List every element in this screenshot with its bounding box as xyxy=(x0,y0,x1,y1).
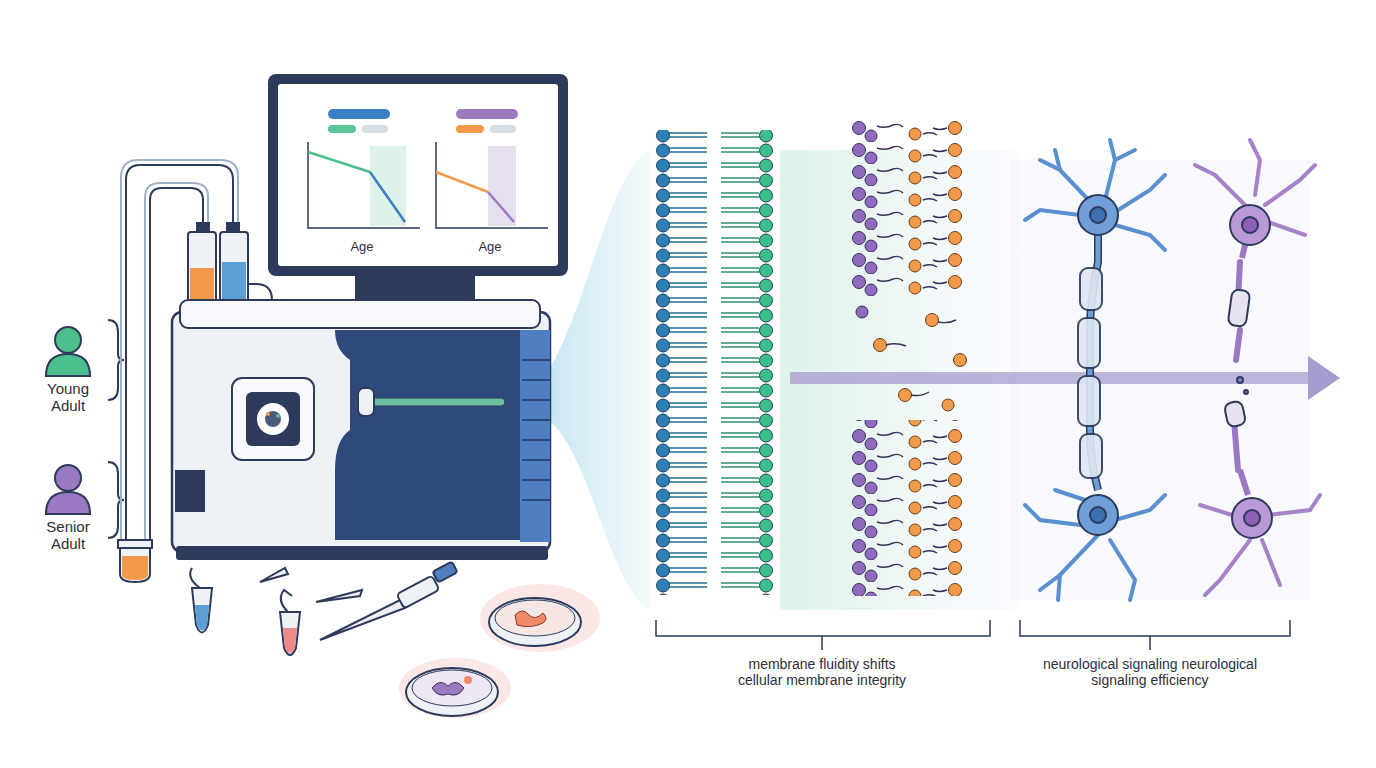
brackets xyxy=(656,620,1290,650)
progression-arrow xyxy=(790,356,1340,400)
axis-label: Age xyxy=(332,240,392,255)
neurons xyxy=(1025,140,1320,600)
monitor xyxy=(268,74,568,302)
disrupted-bilayer xyxy=(845,120,975,596)
axis-label: Age xyxy=(460,240,520,255)
bracket-label: neurological signaling neurological sign… xyxy=(1034,656,1266,688)
petri-dishes xyxy=(399,584,600,718)
sample-tube xyxy=(118,540,152,582)
mass-spectrometer xyxy=(172,300,550,560)
group-label: Young Adult xyxy=(36,380,100,415)
lipid-bilayer xyxy=(655,130,780,595)
group-label: Senior Adult xyxy=(36,518,100,553)
lab-tools xyxy=(190,562,457,655)
bracket-label: membrane fluidity shifts cellular membra… xyxy=(737,656,907,688)
person-icons xyxy=(46,320,124,538)
